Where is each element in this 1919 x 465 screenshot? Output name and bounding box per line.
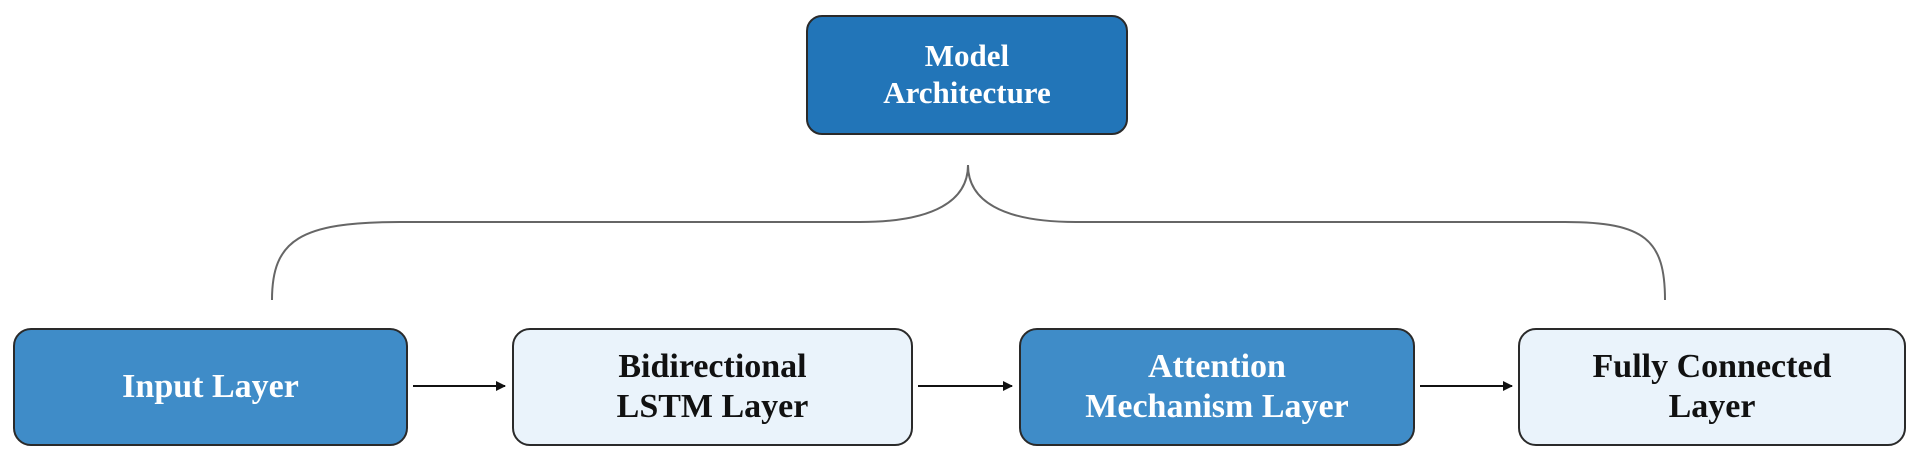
bidirectional-lstm-layer-label: Bidirectional LSTM Layer (616, 347, 809, 425)
input-layer-node: Input Layer (13, 328, 408, 446)
attention-mechanism-layer-label: Attention Mechanism Layer (1085, 347, 1349, 425)
model-architecture-node: Model Architecture (806, 15, 1128, 135)
attention-mechanism-layer-node: Attention Mechanism Layer (1019, 328, 1415, 446)
fully-connected-layer-label: Fully Connected Layer (1592, 347, 1832, 425)
brace-connector (271, 164, 1666, 301)
bidirectional-lstm-layer-node: Bidirectional LSTM Layer (512, 328, 913, 446)
model-architecture-label: Model Architecture (883, 38, 1051, 110)
input-layer-label: Input Layer (122, 367, 299, 405)
fully-connected-layer-node: Fully Connected Layer (1518, 328, 1906, 446)
